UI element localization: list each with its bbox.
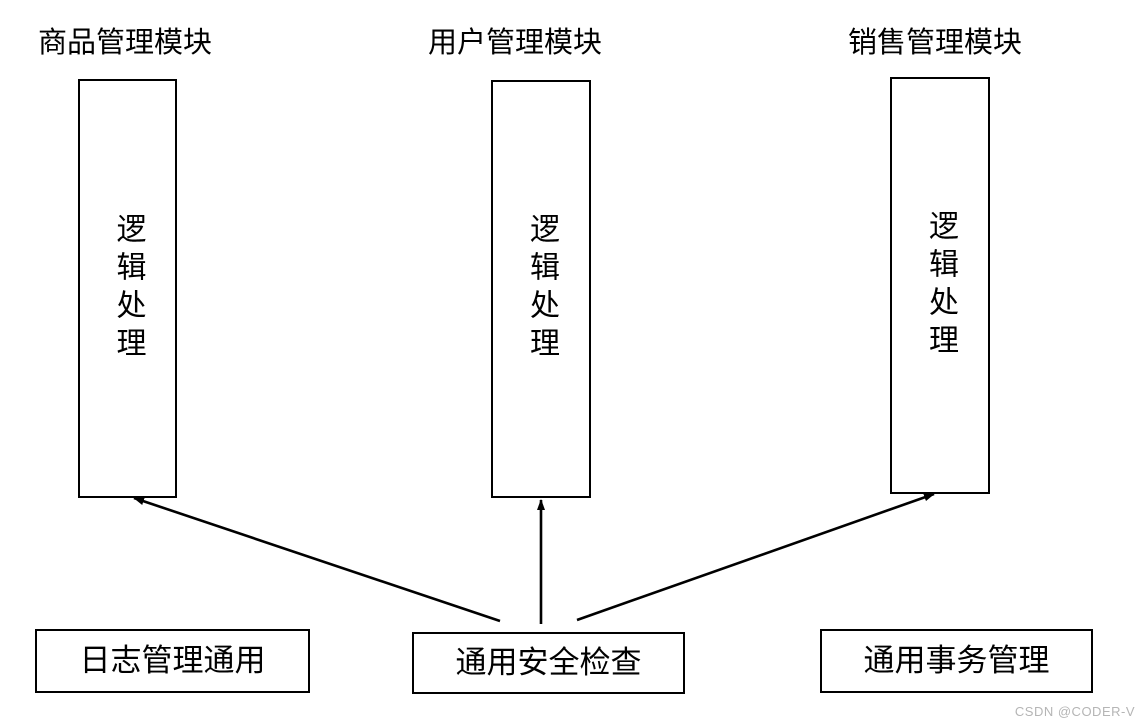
common-box-security-check-label: 通用安全检查 — [455, 645, 642, 680]
common-box-transaction-management-label: 通用事务管理 — [863, 643, 1050, 678]
module-title-sales: 销售管理模块 — [848, 27, 1023, 59]
arrow-security-to-sales — [576, 492, 935, 622]
module-title-user: 用户管理模块 — [428, 27, 603, 59]
logic-box-sales-label: 逻辑处理 — [924, 209, 957, 362]
common-box-transaction-management[interactable]: 通用事务管理 — [820, 629, 1093, 693]
logic-box-product[interactable]: 逻辑处理 — [78, 79, 177, 498]
common-box-log-management-label: 日志管理通用 — [79, 643, 266, 678]
csdn-watermark: CSDN @CODER-V — [1014, 704, 1135, 719]
common-box-security-check[interactable]: 通用安全检查 — [412, 632, 685, 694]
common-box-log-management[interactable]: 日志管理通用 — [35, 629, 310, 693]
logic-box-product-label: 逻辑处理 — [111, 212, 145, 365]
module-title-product: 商品管理模块 — [38, 27, 213, 59]
logic-box-user[interactable]: 逻辑处理 — [491, 80, 591, 498]
arrow-security-to-product — [133, 496, 501, 623]
logic-box-sales[interactable]: 逻辑处理 — [890, 77, 990, 494]
logic-box-user-label: 逻辑处理 — [525, 213, 558, 365]
